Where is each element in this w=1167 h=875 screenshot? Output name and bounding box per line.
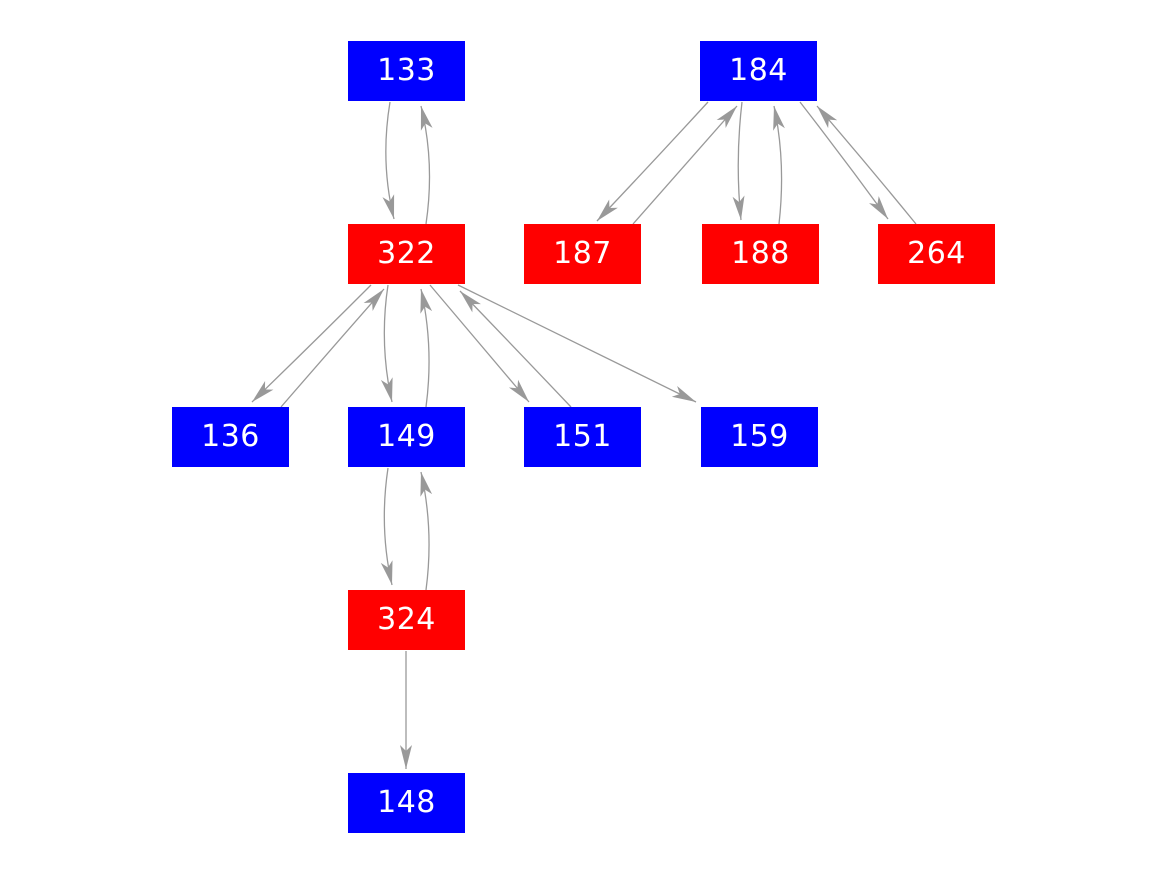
node-label: 133 [377,53,436,88]
node-label: 149 [377,419,436,454]
edge-264-184 [816,105,917,225]
edge-322-151 [429,284,530,403]
node-label: 184 [729,53,788,88]
node-label: 264 [907,236,966,271]
edge-151-322 [459,290,572,408]
node-151: 151 [524,407,641,467]
node-label: 151 [553,419,612,454]
node-label: 136 [201,419,260,454]
edge-322-149 [380,284,393,403]
node-149: 149 [348,407,465,467]
node-184: 184 [700,41,817,101]
edge-322-133 [420,105,433,225]
edge-184-188 [732,101,745,221]
edge-149-324 [380,467,393,586]
node-label: 187 [553,236,612,271]
edge-184-187 [596,101,709,222]
edge-322-159 [457,284,697,403]
node-label: 188 [731,236,790,271]
node-322: 322 [348,224,465,284]
node-324: 324 [348,590,465,650]
node-133: 133 [348,41,465,101]
edge-324-149 [420,471,433,591]
node-188: 188 [702,224,819,284]
edge-149-322 [420,288,433,408]
edge-184-264 [799,101,889,220]
edge-group [251,101,917,769]
node-label: 324 [377,602,436,637]
edge-133-322 [382,101,395,220]
node-label: 148 [377,785,436,820]
node-187: 187 [524,224,641,284]
node-label: 159 [730,419,789,454]
node-148: 148 [348,773,465,833]
edge-322-136 [251,284,372,403]
node-label: 322 [377,236,436,271]
edge-187-184 [632,105,738,225]
node-264: 264 [878,224,995,284]
edge-188-184 [773,105,785,225]
node-136: 136 [172,407,289,467]
edge-136-322 [280,288,385,408]
node-159: 159 [701,407,818,467]
